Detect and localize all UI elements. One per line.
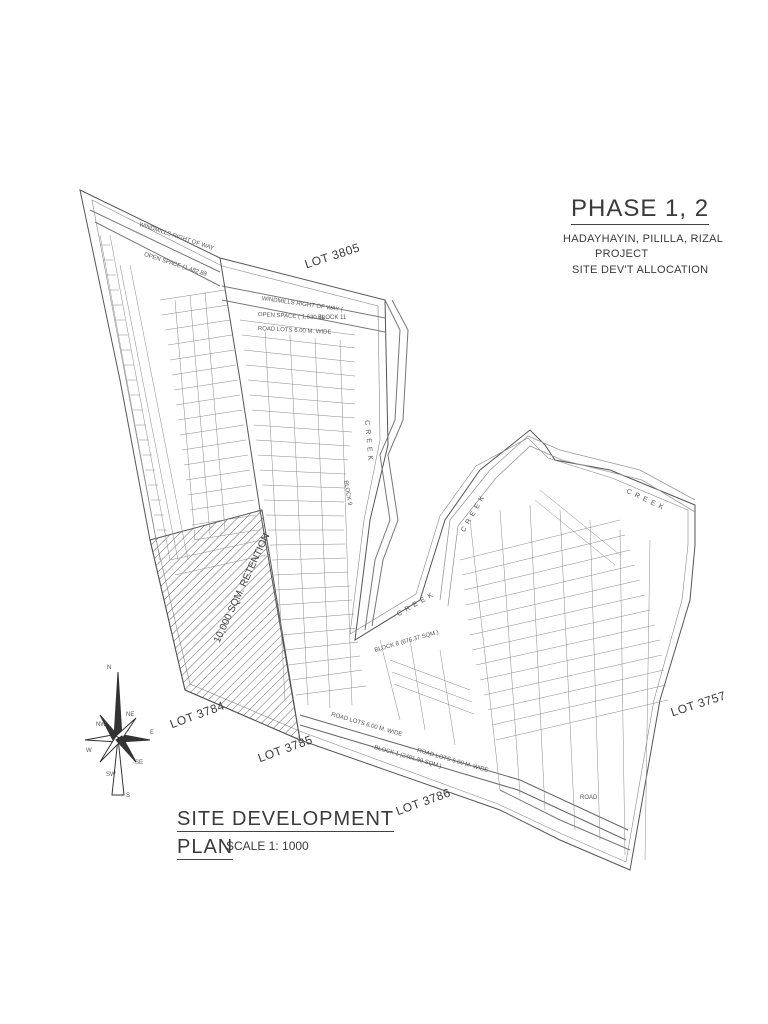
row-strip-2 [94,221,221,287]
plan-title: SITE DEVELOPMENT [177,808,395,832]
lot-column-far-left [99,234,189,561]
road-bottom-1 [299,714,629,831]
compass-sw: SW [106,772,116,778]
plan-scale: SCALE 1: 1000 [226,839,309,853]
creek-line-2 [371,299,409,627]
lot-rows-left [159,289,267,576]
lot-rows-right [459,489,669,861]
road-bottom-2 [299,724,627,841]
compass-rose [84,671,151,796]
lot-rows-middle [239,319,367,709]
compass-w: W [86,748,92,754]
inner-boundary [91,199,689,863]
compass-ne: NE [126,712,135,718]
compass-s: S [126,793,131,799]
compass-se: SE [135,760,144,766]
project-location: HADAYHAYIN, PILILLA, RIZAL [563,233,724,245]
creek-line-4 [447,445,696,607]
allocation-label: SITE DEV'T ALLOCATION [572,264,709,276]
project-label: PROJECT [595,248,649,260]
creek-line-3 [439,435,696,601]
compass-e: E [150,730,155,736]
row-strip-1 [89,209,221,273]
row-strip-4 [221,299,386,333]
phase-title: PHASE 1, 2 [571,195,710,225]
compass-n: N [107,665,112,671]
road-bottom-3 [499,789,631,851]
lot-rows-bottom [379,639,475,746]
plan-title-line2: PLAN [177,836,234,860]
creek-line-1 [364,299,401,631]
row-strip-3 [221,285,386,319]
road-label: ROAD [580,795,598,801]
compass-nw: NW [96,722,106,728]
block-11-label: BLOCK 11 [318,315,347,321]
